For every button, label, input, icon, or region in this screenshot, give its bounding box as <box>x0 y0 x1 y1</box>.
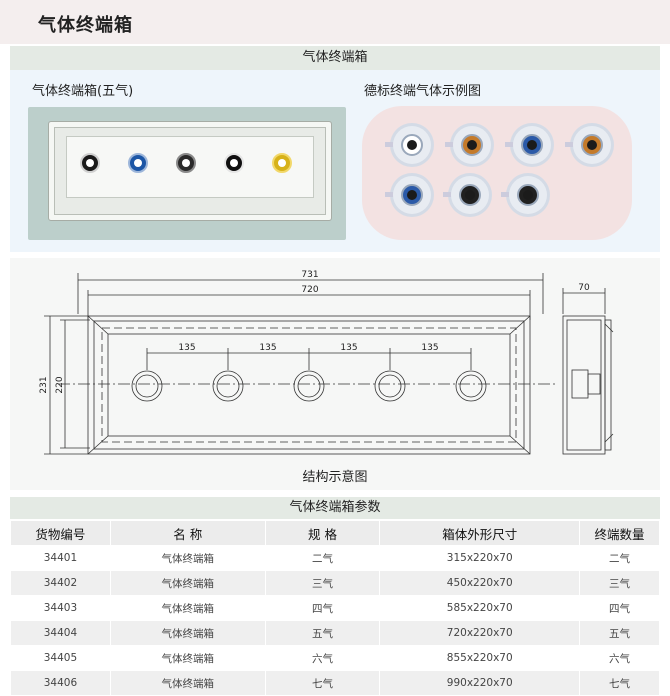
cell-spec: 二气 <box>264 545 381 571</box>
diagram-section <box>10 258 660 490</box>
page-title: 气体终端箱 <box>38 15 133 36</box>
outlet-circle-5 <box>455 370 487 402</box>
table-title: 气体终端箱参数 <box>10 497 660 519</box>
cell-spec: 五气 <box>264 620 381 646</box>
gas-socket-icon <box>176 153 196 173</box>
cell-dimensions: 990x220x70 <box>379 670 581 696</box>
dim-label-spacing-4: 135 <box>421 343 438 353</box>
gas-socket-icon <box>128 153 148 173</box>
col-header-name: 名 称 <box>109 520 266 546</box>
outlet-circle-1 <box>131 370 163 402</box>
structure-diagram: 731 720 135 135 135 135 70 231 220 <box>39 270 614 455</box>
col-header-item-no: 货物编号 <box>10 520 111 546</box>
cell-dimensions: 450x220x70 <box>379 570 581 596</box>
cell-spec: 七气 <box>264 670 381 696</box>
dim-label-inner-height: 220 <box>55 376 65 393</box>
cell-dimensions: 720x220x70 <box>379 620 581 646</box>
outlet-circle-3 <box>293 370 325 402</box>
panel-right-label: 德标终端气体示例图 <box>364 84 482 99</box>
dim-label-spacing-2: 135 <box>259 343 276 353</box>
cell-terminal-count: 二气 <box>579 545 660 571</box>
gas-outlet-icon <box>501 176 547 214</box>
cell-spec: 六气 <box>264 645 381 671</box>
section-title-band: 气体终端箱 <box>10 46 660 70</box>
gas-outlet-icon <box>565 126 611 164</box>
cell-item-no: 34401 <box>10 545 111 571</box>
cell-name: 气体终端箱 <box>109 645 266 671</box>
dim-label-depth: 70 <box>578 283 590 293</box>
cell-spec: 四气 <box>264 595 381 621</box>
cell-name: 气体终端箱 <box>109 595 266 621</box>
outlet-circle-2 <box>212 370 244 402</box>
diagram-caption: 结构示意图 <box>302 470 368 485</box>
gas-outlet-icon <box>385 176 431 214</box>
cell-terminal-count: 三气 <box>579 570 660 596</box>
cell-dimensions: 855x220x70 <box>379 645 581 671</box>
side-view-outlet <box>571 369 589 399</box>
dim-label-inner-width: 720 <box>301 285 318 295</box>
cell-item-no: 34402 <box>10 570 111 596</box>
side-view-outline <box>562 315 606 455</box>
cell-name: 气体终端箱 <box>109 570 266 596</box>
panel-left-label: 气体终端箱(五气) <box>32 84 134 99</box>
gas-outlet-icon <box>445 126 491 164</box>
cell-item-no: 34403 <box>10 595 111 621</box>
gas-outlet-icon <box>385 126 431 164</box>
cell-name: 气体终端箱 <box>109 545 266 571</box>
col-header-dimensions: 箱体外形尺寸 <box>379 520 581 546</box>
gas-socket-icon <box>80 153 100 173</box>
cell-terminal-count: 六气 <box>579 645 660 671</box>
outlet-circle-4 <box>374 370 406 402</box>
cell-name: 气体终端箱 <box>109 620 266 646</box>
cell-dimensions: 585x220x70 <box>379 595 581 621</box>
gas-socket-icon <box>272 153 292 173</box>
cell-item-no: 34404 <box>10 620 111 646</box>
dim-label-spacing-1: 135 <box>178 343 195 353</box>
gas-socket-icon <box>224 153 244 173</box>
dim-label-spacing-3: 135 <box>340 343 357 353</box>
page-header: 气体终端箱 <box>0 0 670 44</box>
box-outline-outer <box>87 315 531 455</box>
dim-label-overall-width: 731 <box>301 270 318 280</box>
cell-name: 气体终端箱 <box>109 670 266 696</box>
cell-dimensions: 315x220x70 <box>379 545 581 571</box>
gas-outlet-icon <box>443 176 489 214</box>
gas-outlet-icon <box>505 126 551 164</box>
cell-terminal-count: 五气 <box>579 620 660 646</box>
cell-item-no: 34406 <box>10 670 111 696</box>
table-header-row: 货物编号 名 称 规 格 箱体外形尺寸 终端数量 <box>10 520 660 546</box>
col-header-spec: 规 格 <box>264 520 381 546</box>
col-header-terminal-count: 终端数量 <box>579 520 660 546</box>
cell-spec: 三气 <box>264 570 381 596</box>
cell-terminal-count: 七气 <box>579 670 660 696</box>
dim-label-overall-height: 231 <box>39 376 49 393</box>
cell-item-no: 34405 <box>10 645 111 671</box>
cell-terminal-count: 四气 <box>579 595 660 621</box>
